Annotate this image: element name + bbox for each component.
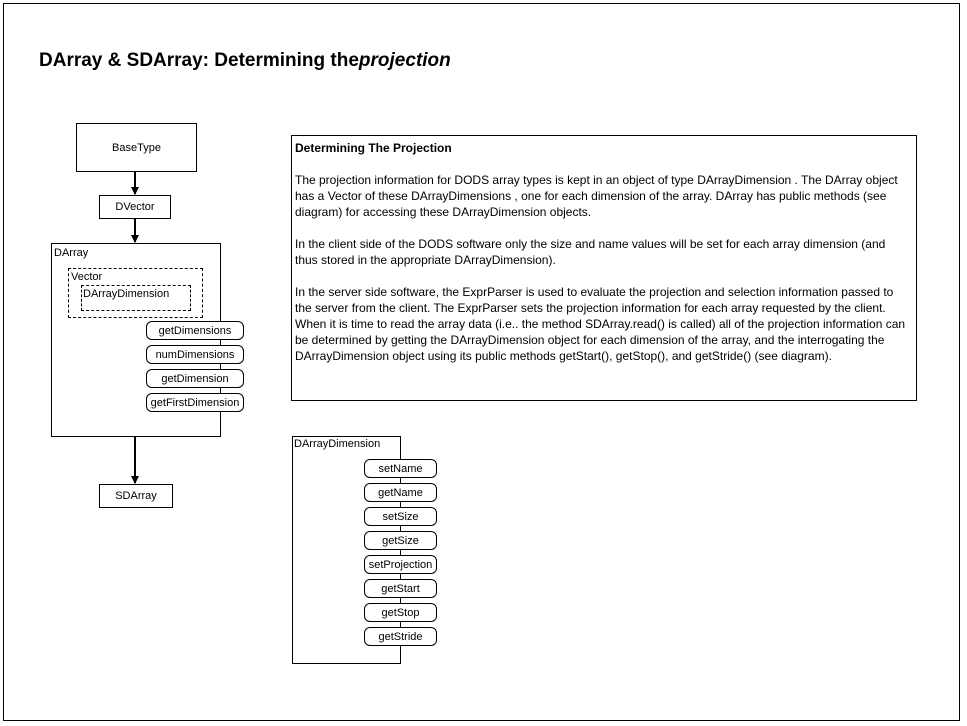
method-label: setProjection — [368, 558, 433, 571]
sdarray-label: SDArray — [115, 490, 157, 502]
text-paragraph-1: The projection information for DODS arra… — [295, 173, 898, 219]
dvector-label: DVector — [115, 201, 155, 213]
basetype-label: BaseType — [112, 141, 161, 154]
method-label: getStop — [381, 606, 420, 619]
method-label: getDimension — [161, 372, 229, 385]
method-getstride: getStride — [364, 627, 437, 646]
method-getdimensions: getDimensions — [146, 321, 244, 340]
slide-frame — [3, 3, 960, 721]
method-getfirstdimension: getFirstDimension — [146, 393, 244, 412]
sdarray-box: SDArray — [99, 484, 173, 508]
darraydimension-inner-box: DArrayDimension — [81, 285, 191, 311]
method-label: numDimensions — [155, 348, 235, 361]
vector-container: Vector — [68, 268, 203, 318]
method-getdimension: getDimension — [146, 369, 244, 388]
basetype-box: BaseType — [76, 123, 197, 172]
text-paragraph-2: In the client side of the DODS software … — [295, 237, 886, 267]
method-setprojection: setProjection — [364, 555, 437, 574]
method-getname: getName — [364, 483, 437, 502]
slide-title: DArray & SDArray: Determining theproject… — [39, 50, 451, 72]
text-paragraph-3: In the server side software, the ExprPar… — [295, 285, 906, 363]
method-setsize: setSize — [364, 507, 437, 526]
projection-text-box: Determining The Projection The projectio… — [291, 135, 917, 401]
darray-box: DArray — [51, 243, 221, 437]
darraydimension-inner-label: DArrayDimension — [83, 288, 170, 300]
method-label: getStride — [378, 630, 423, 643]
darraydimension-class-label: DArrayDimension — [294, 438, 381, 450]
method-numdimensions: numDimensions — [146, 345, 244, 364]
method-label: setSize — [382, 510, 419, 523]
vector-label: Vector — [71, 271, 103, 283]
method-setname: setName — [364, 459, 437, 478]
method-getsize: getSize — [364, 531, 437, 550]
method-label: getName — [378, 486, 423, 499]
darray-label: DArray — [54, 247, 89, 259]
text-heading: Determining The Projection — [295, 141, 452, 155]
dvector-box: DVector — [99, 195, 171, 219]
method-label: getFirstDimension — [150, 396, 240, 409]
title-main: DArray & SDArray: Determining the — [39, 50, 359, 71]
method-getstop: getStop — [364, 603, 437, 622]
title-emphasis: projection — [358, 50, 451, 71]
method-label: getStart — [381, 582, 420, 595]
method-label: setName — [378, 462, 423, 475]
method-label: getSize — [382, 534, 419, 547]
method-label: getDimensions — [158, 324, 232, 337]
method-getstart: getStart — [364, 579, 437, 598]
